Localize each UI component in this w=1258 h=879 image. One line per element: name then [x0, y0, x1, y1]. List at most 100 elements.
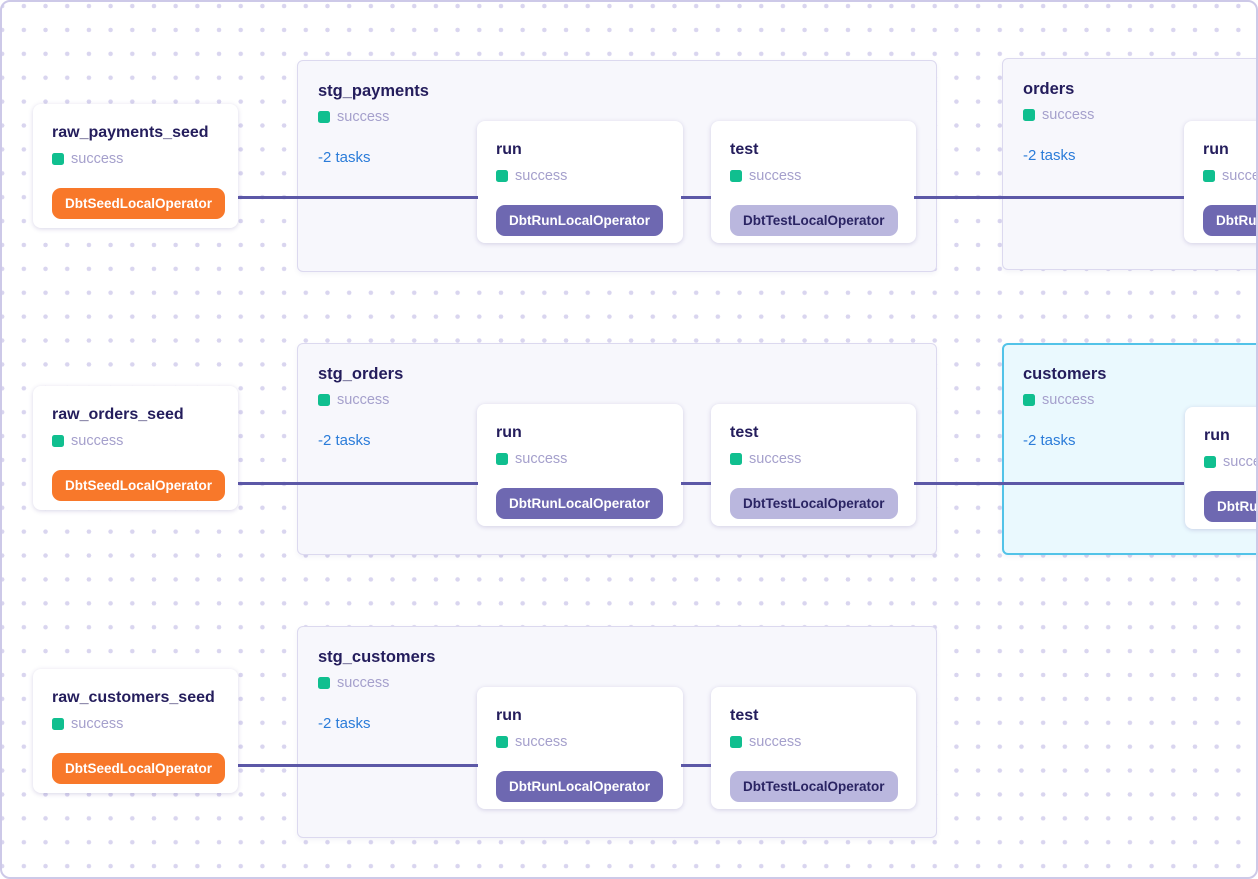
status-label: success	[1042, 392, 1095, 408]
status-row: success	[52, 151, 219, 167]
status-row: success	[52, 433, 219, 449]
task-title: run	[496, 424, 522, 441]
status-label: success	[749, 451, 802, 467]
operator-badge: DbtSeedLocalOperator	[52, 470, 226, 501]
success-status-icon	[496, 453, 508, 465]
status-label: success	[749, 168, 802, 184]
status-label: success	[337, 675, 390, 691]
success-status-icon	[318, 111, 330, 123]
status-row: success	[318, 109, 916, 125]
task-group-customers-highlighted[interactable]: customers success -2 tasks run success D…	[1002, 343, 1256, 555]
task-card-stg-orders-run[interactable]: run success DbtRunLocalOperator	[477, 404, 683, 526]
success-status-icon	[52, 435, 64, 447]
task-group-orders[interactable]: orders success -2 tasks run success DbtR…	[1002, 58, 1256, 270]
operator-badge: DbtSeedLocalOperator	[52, 188, 226, 219]
collapse-tasks-link[interactable]: -2 tasks	[1023, 432, 1076, 449]
status-row: success	[496, 168, 664, 184]
collapse-tasks-link[interactable]: -2 tasks	[318, 715, 371, 732]
edge-stg-customers-run-to-test	[681, 764, 711, 767]
status-label: success	[749, 734, 802, 750]
operator-badge: DbtRunLocalOperator	[496, 205, 664, 236]
operator-badge: DbtTestLocalOperator	[730, 205, 898, 236]
task-card-raw-orders-seed[interactable]: raw_orders_seed success DbtSeedLocalOper…	[33, 386, 238, 510]
status-label: success	[1042, 107, 1095, 123]
operator-badge: DbtRunLocalOperator	[1204, 491, 1256, 522]
task-card-stg-customers-test[interactable]: test success DbtTestLocalOperator	[711, 687, 916, 809]
status-label: success	[71, 433, 124, 449]
status-label: success	[337, 109, 390, 125]
edge-stg-payments-test-to-orders-run	[914, 196, 1184, 199]
status-row: success	[730, 451, 897, 467]
status-label: success	[337, 392, 390, 408]
edge-stg-orders-test-to-customers-run	[914, 482, 1184, 485]
task-title: run	[496, 707, 522, 724]
edge-raw-orders-to-stg-run	[238, 482, 478, 485]
operator-badge: DbtTestLocalOperator	[730, 488, 898, 519]
success-status-icon	[318, 394, 330, 406]
task-card-stg-payments-test[interactable]: test success DbtTestLocalOperator	[711, 121, 916, 243]
status-row: success	[730, 734, 897, 750]
status-row: success	[730, 168, 897, 184]
status-row: success	[1023, 392, 1256, 408]
status-label: success	[515, 451, 568, 467]
task-title: test	[730, 424, 759, 441]
status-label: success	[515, 734, 568, 750]
status-label: success	[71, 716, 124, 732]
group-title: stg_orders	[318, 365, 404, 383]
status-row: success	[318, 392, 916, 408]
operator-badge: DbtSeedLocalOperator	[52, 753, 226, 784]
group-title: stg_customers	[318, 648, 436, 666]
success-status-icon	[1023, 394, 1035, 406]
task-card-customers-run[interactable]: run success DbtRunLocalOperator	[1185, 407, 1256, 529]
status-row: success	[1203, 168, 1256, 184]
success-status-icon	[730, 736, 742, 748]
status-label: success	[1222, 168, 1256, 184]
success-status-icon	[52, 153, 64, 165]
task-title: run	[496, 141, 522, 158]
success-status-icon	[1204, 456, 1216, 468]
task-group-stg-payments[interactable]: stg_payments success -2 tasks run succes…	[297, 60, 937, 272]
status-label: success	[1223, 454, 1256, 470]
task-card-stg-customers-run[interactable]: run success DbtRunLocalOperator	[477, 687, 683, 809]
task-title: run	[1204, 427, 1230, 444]
operator-badge: DbtRunLocalOperator	[1203, 205, 1256, 236]
status-row: success	[1204, 454, 1256, 470]
task-title: test	[730, 707, 759, 724]
edge-raw-customers-to-stg-run	[238, 764, 478, 767]
status-row: success	[1023, 107, 1256, 123]
task-card-stg-payments-run[interactable]: run success DbtRunLocalOperator	[477, 121, 683, 243]
group-title: customers	[1023, 365, 1107, 383]
edge-raw-payments-to-stg-run	[238, 196, 478, 199]
success-status-icon	[730, 453, 742, 465]
edge-stg-orders-run-to-test	[681, 482, 711, 485]
collapse-tasks-link[interactable]: -2 tasks	[1023, 147, 1076, 164]
success-status-icon	[52, 718, 64, 730]
edge-stg-payments-run-to-test	[681, 196, 711, 199]
status-row: success	[496, 734, 664, 750]
collapse-tasks-link[interactable]: -2 tasks	[318, 149, 371, 166]
success-status-icon	[318, 677, 330, 689]
status-label: success	[515, 168, 568, 184]
success-status-icon	[1023, 109, 1035, 121]
group-title: orders	[1023, 80, 1075, 98]
task-title: test	[730, 141, 759, 158]
collapse-tasks-link[interactable]: -2 tasks	[318, 432, 371, 449]
operator-badge: DbtTestLocalOperator	[730, 771, 898, 802]
task-card-orders-run[interactable]: run success DbtRunLocalOperator	[1184, 121, 1256, 243]
task-card-raw-customers-seed[interactable]: raw_customers_seed success DbtSeedLocalO…	[33, 669, 238, 793]
task-title: raw_orders_seed	[52, 406, 184, 423]
task-card-raw-payments-seed[interactable]: raw_payments_seed success DbtSeedLocalOp…	[33, 104, 238, 228]
task-title: raw_customers_seed	[52, 689, 215, 706]
task-title: run	[1203, 141, 1229, 158]
operator-badge: DbtRunLocalOperator	[496, 771, 664, 802]
success-status-icon	[496, 736, 508, 748]
task-group-stg-orders[interactable]: stg_orders success -2 tasks run success …	[297, 343, 937, 555]
status-label: success	[71, 151, 124, 167]
task-group-stg-customers[interactable]: stg_customers success -2 tasks run succe…	[297, 626, 937, 838]
task-title: raw_payments_seed	[52, 124, 209, 141]
success-status-icon	[496, 170, 508, 182]
success-status-icon	[1203, 170, 1215, 182]
task-card-stg-orders-test[interactable]: test success DbtTestLocalOperator	[711, 404, 916, 526]
status-row: success	[496, 451, 664, 467]
